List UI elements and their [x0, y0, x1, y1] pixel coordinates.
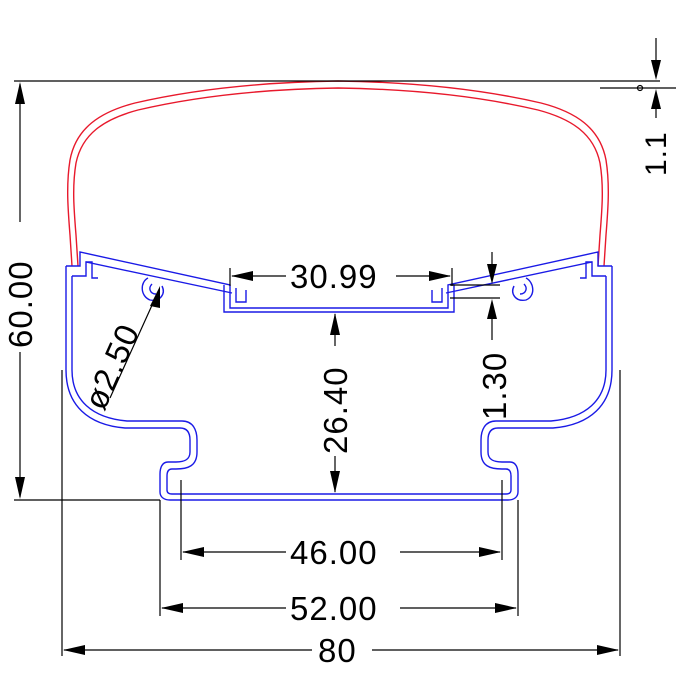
label-total-height: 60.00 — [2, 260, 39, 348]
aluminium-profile — [65, 251, 613, 501]
label-base-outer: 52.00 — [290, 590, 378, 627]
label-channel-width: 30.99 — [290, 258, 378, 295]
label-total-width: 80 — [318, 632, 357, 669]
diffuser-cover — [66, 80, 610, 267]
label-cover-thickness: 1.1 — [640, 131, 673, 176]
label-hole-diameter: ø2.50 — [77, 318, 147, 415]
dim-channel-width: 30.99 — [229, 258, 453, 295]
label-base-inner: 46.00 — [290, 534, 378, 571]
label-step: 1.30 — [476, 352, 513, 420]
dim-inner-depth: 26.40 — [317, 313, 354, 493]
label-inner-depth: 26.40 — [317, 366, 354, 454]
dim-total-height: 60.00 — [2, 82, 39, 499]
dim-total-width: 80 — [63, 632, 619, 669]
dim-step: 1.30 — [450, 252, 513, 420]
dim-base-inner: 46.00 — [182, 534, 501, 571]
dim-cover-thickness: 1.1 — [636, 38, 673, 176]
dim-base-outer: 52.00 — [161, 590, 517, 627]
dim-hole-diameter: ø2.50 — [77, 286, 160, 415]
